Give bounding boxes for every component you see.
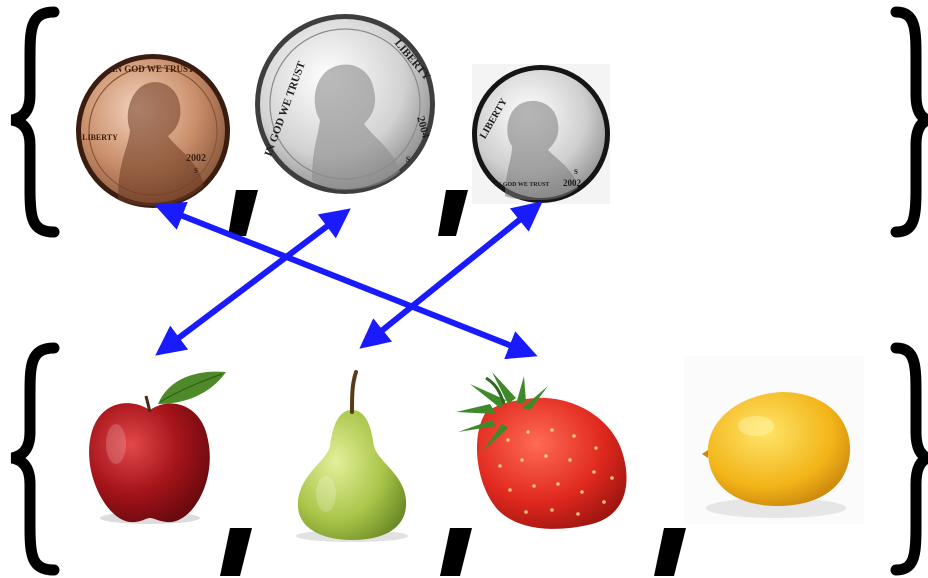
comma-separator (654, 528, 686, 576)
pear-fruit (296, 372, 408, 542)
top-right-brace (896, 12, 928, 232)
dime-mint-mark: S (574, 168, 578, 176)
comma-separator (438, 190, 468, 236)
nickel-mint-mark: S (406, 155, 411, 164)
strawberry-fruit (456, 372, 627, 529)
comma-separator (220, 528, 252, 576)
dime-coin: LIBERTY IN GOD WE TRUST 2002 S (472, 64, 610, 204)
penny-motto: IN GOD WE TRUST (112, 64, 194, 74)
lemon-fruit (684, 356, 864, 524)
comma-separator (228, 190, 258, 236)
dime-year: 2002 (563, 178, 582, 188)
penny-legend: LIBERTY (82, 133, 118, 142)
arrow-penny-strawberry (160, 207, 532, 354)
comma-separator (440, 528, 472, 576)
dime-motto: IN GOD WE TRUST (495, 182, 550, 188)
apple-fruit (89, 372, 226, 524)
penny-coin: IN GOD WE TRUST LIBERTY 2002 S (76, 54, 230, 208)
penny-year: 2002 (186, 153, 206, 164)
nickel-coin: IN GOD WE TRUST LIBERTY 2004 S (255, 14, 435, 194)
arrow-nickel-apple (160, 212, 346, 352)
bottom-left-brace (12, 348, 54, 570)
bottom-right-brace (896, 348, 928, 570)
top-left-brace (12, 12, 54, 232)
penny-mint-mark: S (194, 167, 198, 175)
